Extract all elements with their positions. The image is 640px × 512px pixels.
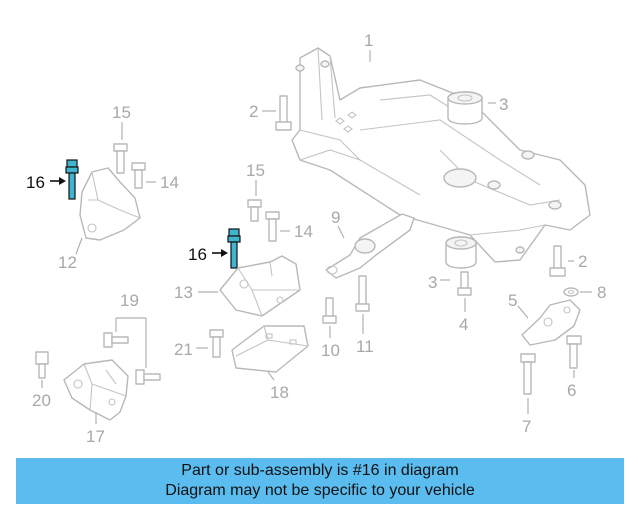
callout-7: 7 xyxy=(522,417,531,436)
bolt-19-left xyxy=(103,332,129,348)
transmission-mount-17 xyxy=(63,359,129,421)
callout-16-left: 16 xyxy=(26,173,45,192)
bolt-21 xyxy=(209,329,224,358)
banner-line-2: Diagram may not be specific to your vehi… xyxy=(165,482,475,499)
torque-rod-9 xyxy=(325,213,415,279)
mount-bushing-upper xyxy=(447,91,483,125)
callout-9: 9 xyxy=(331,208,340,227)
bolt-4 xyxy=(457,271,472,296)
callout-17: 17 xyxy=(86,427,105,446)
callout-1: 1 xyxy=(364,31,373,50)
stud-15-left xyxy=(113,143,128,174)
stud-15-mid xyxy=(247,199,262,222)
callout-11: 11 xyxy=(356,337,374,356)
callout-12: 12 xyxy=(58,253,77,272)
leader-lines xyxy=(41,50,592,424)
engine-mount-12 xyxy=(79,167,141,241)
bolt-10 xyxy=(322,297,337,324)
bolt-16-left-highlighted xyxy=(65,159,79,200)
bolt-14-left xyxy=(131,162,146,189)
callout-21: 21 xyxy=(174,340,193,359)
callout-3-lower: 3 xyxy=(428,273,437,292)
callout-8: 8 xyxy=(597,283,606,302)
bolt-6 xyxy=(566,335,582,369)
callout-5: 5 xyxy=(508,291,517,310)
callout-3-upper: 3 xyxy=(499,95,508,114)
callout-10: 10 xyxy=(321,341,340,360)
callout-20: 20 xyxy=(32,391,51,410)
callout-14-mid: 14 xyxy=(294,222,313,241)
callout-2-left: 2 xyxy=(249,102,258,121)
info-banner: Part or sub-assembly is #16 in diagram D… xyxy=(16,458,624,504)
parts-diagram: 1 2 3 15 14 16 12 15 14 16 9 13 10 11 3 … xyxy=(26,31,606,446)
callout-4: 4 xyxy=(459,315,468,334)
callout-15-mid: 15 xyxy=(246,161,265,180)
callout-2-right: 2 xyxy=(578,252,587,271)
leader-16-left xyxy=(50,177,66,185)
bolt-19-right xyxy=(135,369,161,385)
bolt-14-mid xyxy=(265,211,280,242)
bolt-7 xyxy=(520,353,536,395)
callout-19: 19 xyxy=(120,291,139,310)
callout-6: 6 xyxy=(567,381,576,400)
bolt-2-left xyxy=(275,95,292,131)
mount-bracket-13 xyxy=(219,255,301,317)
subframe-crossmember xyxy=(291,47,591,263)
washer-8 xyxy=(563,287,579,297)
bracket-5 xyxy=(521,299,581,346)
callout-15-left: 15 xyxy=(112,103,131,122)
callout-13: 13 xyxy=(174,283,193,302)
bolt-2-right xyxy=(549,245,566,277)
leader-16-mid xyxy=(212,249,228,257)
mount-bushing-lower xyxy=(445,236,477,269)
banner-line-1: Part or sub-assembly is #16 in diagram xyxy=(181,462,459,479)
callout-18: 18 xyxy=(270,383,289,402)
cover-plate-18 xyxy=(231,325,309,373)
bolt-16-mid-highlighted xyxy=(227,228,241,269)
callout-16-mid: 16 xyxy=(188,245,207,264)
bolt-20 xyxy=(35,351,49,379)
callout-14-left: 14 xyxy=(160,173,179,192)
bolt-11 xyxy=(355,275,370,312)
